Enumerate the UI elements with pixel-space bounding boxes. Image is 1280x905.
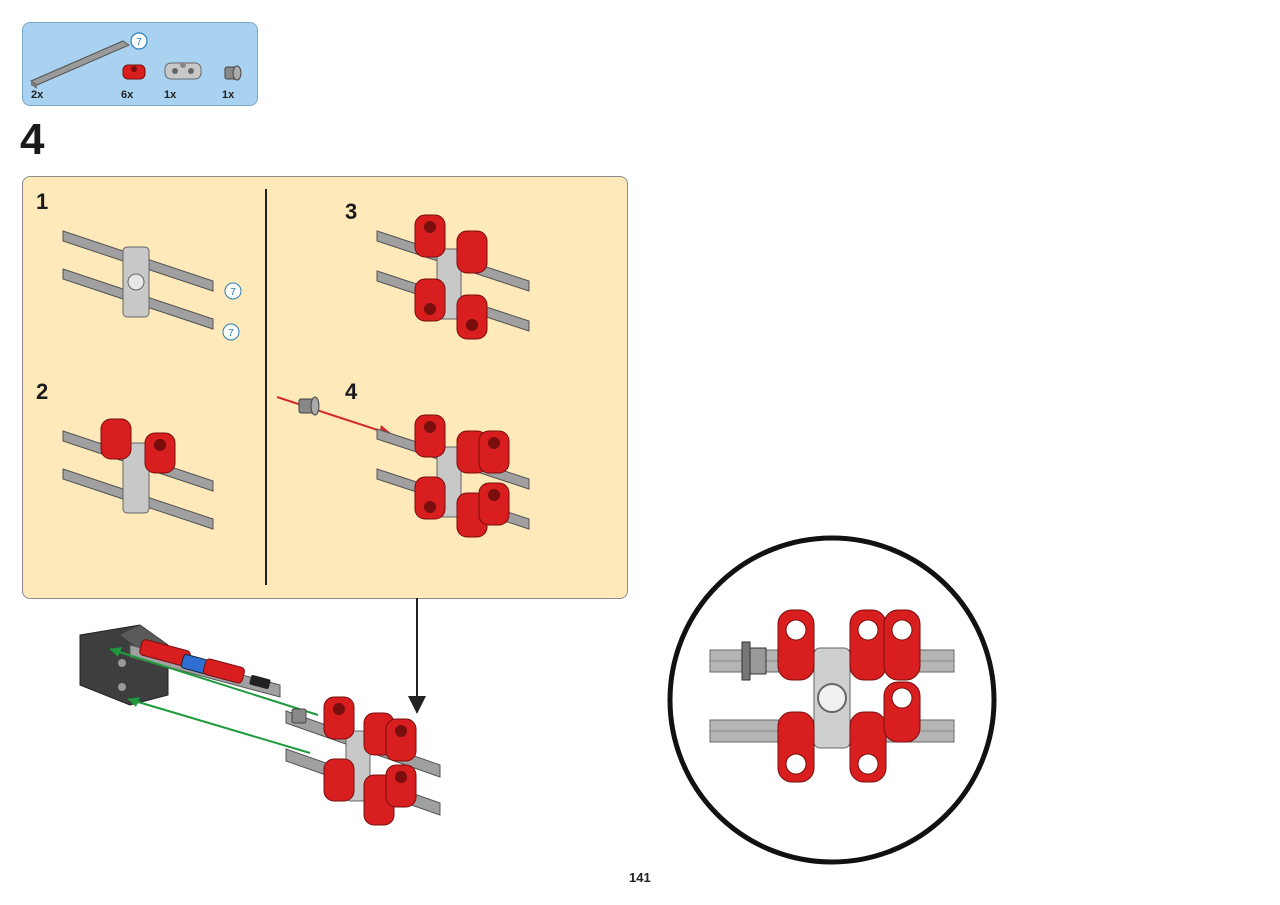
- substep-4-illustration: [276, 396, 530, 538]
- panel-divider: [265, 189, 267, 585]
- substep-1-illustration: 7 7: [62, 230, 242, 341]
- step-number: 4: [20, 115, 45, 164]
- axle-quantity: 2x: [31, 89, 44, 101]
- axle-part-image: 7: [29, 32, 242, 89]
- axle-length-badge: 7: [136, 37, 142, 48]
- substep-3-illustration: [376, 214, 530, 340]
- red-connector-part-image: [122, 64, 146, 80]
- bush-insert-arrow: [276, 396, 394, 436]
- substep-2-illustration: [62, 418, 214, 530]
- bush-quantity: 1x: [222, 89, 235, 101]
- final-assembly-illustration: [79, 624, 441, 826]
- substep-label-3: 3: [345, 199, 358, 224]
- substep-1-badge-bottom: 7: [228, 328, 234, 339]
- substep-1-badge-top: 7: [230, 287, 236, 298]
- substep-label-1: 1: [36, 189, 49, 214]
- detail-view-circle: [667, 535, 997, 865]
- green-arrow-top: [109, 647, 319, 716]
- substep-label-4: 4: [345, 379, 358, 404]
- parts-list-box: 7 2x 6x 1x 1x: [22, 22, 258, 106]
- bush-part-image: [224, 65, 242, 81]
- green-arrow-bottom: [127, 697, 311, 754]
- page-number: 141: [629, 870, 651, 885]
- gray-connector-part-image: [164, 62, 202, 80]
- substep-label-2: 2: [36, 379, 49, 404]
- down-arrow: [408, 598, 426, 714]
- red-connector-quantity: 6x: [121, 89, 134, 101]
- gray-connector-quantity: 1x: [164, 89, 177, 101]
- substeps-panel: 1 2 3 4 7 7: [22, 176, 628, 599]
